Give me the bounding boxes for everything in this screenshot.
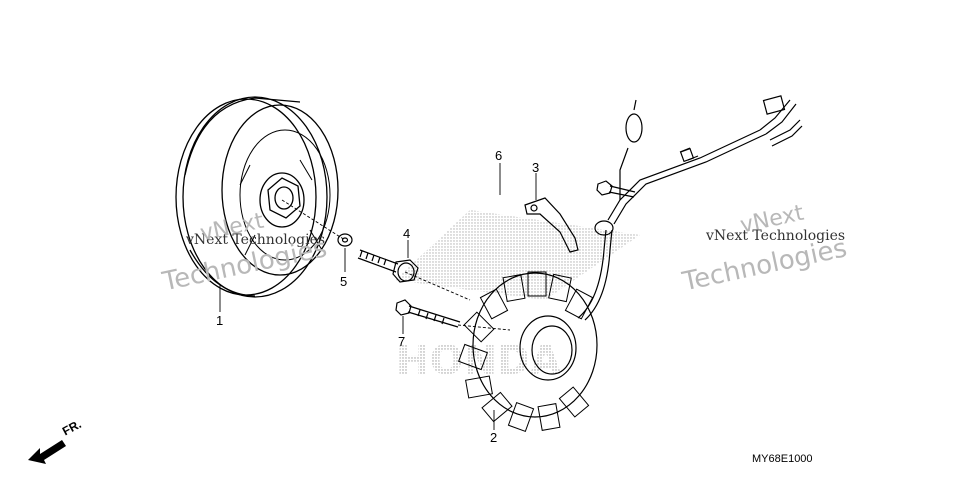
stator-part-2: [458, 229, 613, 432]
callout-1: 1: [216, 313, 224, 328]
wire-harness: [594, 95, 803, 236]
callout-6: 6: [495, 148, 503, 163]
diagram-code: MY68E1000: [752, 453, 813, 465]
watermark-text-right: vNext Technologies: [706, 228, 846, 244]
flange-bolt-part-4: [357, 249, 419, 283]
washer-part-5: [337, 233, 353, 247]
flywheel-part-1: [175, 96, 339, 298]
brand-wing-mark: [395, 210, 640, 300]
callout-3: 3: [532, 160, 540, 175]
callout-7: 7: [398, 334, 406, 349]
bolt-part-7: [395, 299, 461, 328]
callout-2: 2: [490, 430, 498, 445]
bolt-part-6: [596, 180, 636, 198]
callout-4: 4: [403, 226, 411, 241]
leader-lines: [219, 163, 537, 430]
callout-5: 5: [340, 274, 348, 289]
watermark-text-left: vNext Technologies: [186, 232, 326, 248]
front-arrow-icon: [28, 440, 66, 464]
setting-plate-part-3: [524, 197, 579, 253]
